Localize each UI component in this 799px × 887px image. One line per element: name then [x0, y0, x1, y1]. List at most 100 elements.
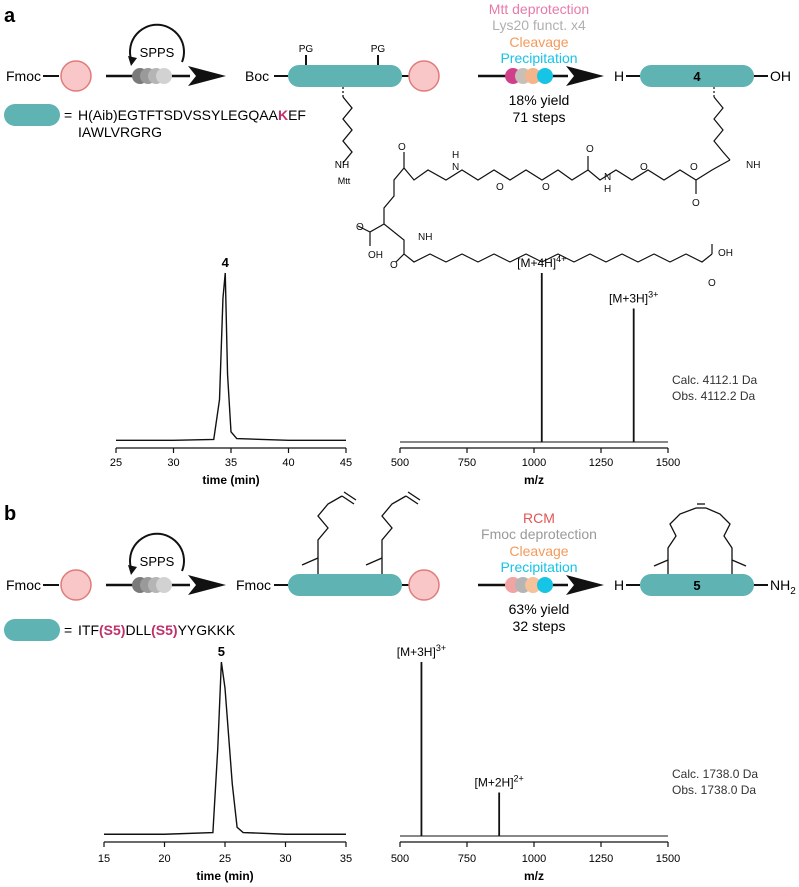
x-tick-label: 1500 [656, 853, 680, 865]
panel-a-spps-arrowhead [188, 66, 226, 86]
x-tick-label: 30 [167, 457, 179, 469]
panel-b-letter: b [4, 503, 16, 525]
panel-b-step-precipitation: Precipitation [500, 559, 577, 575]
svg-text:O: O [690, 162, 698, 173]
x-tick-label: 750 [458, 853, 476, 865]
panel-a-product-h: H [614, 68, 624, 84]
panel-a-step-cleavage: Cleavage [509, 34, 568, 50]
panel-b-step-fmoc: Fmoc deprotection [481, 526, 597, 542]
panel-a-fmoc-label: Fmoc [6, 68, 41, 84]
panel-a-sidechain-structure [357, 87, 731, 263]
svg-text:N: N [452, 162, 459, 173]
panel-b-resin-bead [60, 569, 92, 601]
x-tick-label: 750 [458, 457, 476, 469]
chromatogram-trace [116, 272, 346, 442]
panel-a-spps-label: SPPS [140, 45, 175, 60]
x-tick-label: 45 [340, 457, 352, 469]
svg-text:O: O [708, 278, 716, 289]
svg-text:H: H [604, 184, 611, 195]
svg-text:O: O [496, 182, 504, 193]
svg-text:O: O [356, 222, 364, 233]
x-tick-label: 20 [158, 853, 170, 865]
obs-mass: Obs. 1738.0 Da [672, 783, 756, 797]
panel-a-step-count: 71 steps [513, 109, 566, 125]
panel-b-fmoc2-label: Fmoc [236, 577, 271, 593]
x-tick-label: 35 [340, 853, 352, 865]
svg-text:O: O [692, 198, 700, 209]
panel-b-step-count: 32 steps [513, 618, 566, 634]
panel-b-product-nh2: NH2 [770, 577, 796, 597]
x-tick-label: 25 [219, 853, 231, 865]
svg-text:NH: NH [746, 160, 760, 171]
svg-text:O: O [398, 142, 406, 153]
x-tick-label: 1250 [589, 457, 613, 469]
panel-a-pg1: PG [299, 44, 314, 55]
panel-a-step-mtt: Mtt deprotection [489, 1, 589, 17]
panel-a-product-peptide [640, 65, 754, 87]
x-tick-label: 25 [110, 457, 122, 469]
x-tick-label: 35 [225, 457, 237, 469]
ms-peak-label: [M+3H]3+ [609, 289, 658, 305]
panel-b-spps-arrowhead [188, 575, 226, 595]
panel-b-product-number: 5 [693, 578, 700, 593]
panel-b-step-rcm: RCM [523, 510, 555, 526]
panel-a-nh-label: NH [335, 160, 349, 171]
x-tick-label: 1250 [589, 853, 613, 865]
x-tick-label: 30 [279, 853, 291, 865]
obs-mass: Obs. 4112.2 Da [672, 389, 755, 403]
panel-b-yield: 63% yield [509, 601, 570, 617]
panel-b-fmoc-label: Fmoc [6, 577, 41, 593]
panel-b-spps-cycle-icon [128, 532, 185, 593]
panel-a-mtt-label: Mtt [338, 176, 351, 186]
svg-text:OH: OH [718, 248, 733, 259]
panel-a-step-dots [505, 68, 553, 84]
x-axis-label: time (min) [202, 473, 259, 487]
svg-text:O: O [586, 144, 594, 155]
panel-b-step-cleavage: Cleavage [509, 543, 568, 559]
panel-b-resin-bead-2 [408, 569, 440, 601]
x-tick-label: 40 [282, 457, 294, 469]
panel-a-boc-label: Boc [245, 68, 269, 84]
panel-a-product-oh: OH [770, 68, 791, 84]
chromatogram-trace [104, 661, 346, 835]
panel-b-legend-eq: = [64, 622, 72, 638]
x-axis-label: m/z [524, 473, 544, 487]
svg-text:O: O [390, 260, 398, 271]
panel-b-product-h: H [614, 577, 624, 593]
panel-a-main-arrowhead [566, 66, 604, 86]
ms-peak-label: [M+2H]2+ [475, 774, 524, 790]
panel-a-structure-atoms: H N O O O H N O O O NH O O OH NH O OH O [356, 142, 760, 289]
panel-b-legend-peptide-pill [4, 619, 60, 641]
panel-a-sequence-line2: IAWLVRGRG [78, 124, 162, 140]
panel-a-step-precipitation: Precipitation [500, 50, 577, 66]
x-tick-label: 1000 [522, 457, 546, 469]
panel-a-spps-cycle-icon [128, 23, 185, 84]
panel-a-legend-eq: = [64, 107, 72, 123]
panel-b-main-arrowhead [566, 575, 604, 595]
panel-a-step-lys20: Lys20 funct. x4 [492, 17, 586, 33]
x-tick-label: 1500 [656, 457, 680, 469]
peak-label: 5 [218, 644, 225, 659]
x-tick-label: 1000 [522, 853, 546, 865]
svg-text:O: O [542, 182, 550, 193]
panel-a-yield: 18% yield [509, 92, 570, 108]
x-tick-label: 500 [391, 853, 409, 865]
panel-a-legend-peptide-pill [4, 104, 60, 126]
svg-text:OH: OH [368, 250, 383, 261]
panel-b-olefin-sidechains [301, 491, 421, 574]
svg-text:NH: NH [418, 232, 432, 243]
svg-text:N: N [604, 172, 611, 183]
panel-a-product-number: 4 [693, 69, 701, 84]
panel-a-peptide-on-resin [288, 65, 402, 87]
x-tick-label: 15 [98, 853, 110, 865]
calc-mass: Calc. 1738.0 Da [672, 767, 758, 781]
ms-peak-label: [M+4H]4+ [517, 254, 566, 270]
svg-text:H: H [452, 150, 459, 161]
panel-b-spps-label: SPPS [140, 554, 175, 569]
x-axis-label: m/z [524, 869, 544, 883]
panel-b-peptide-on-resin [288, 574, 402, 596]
